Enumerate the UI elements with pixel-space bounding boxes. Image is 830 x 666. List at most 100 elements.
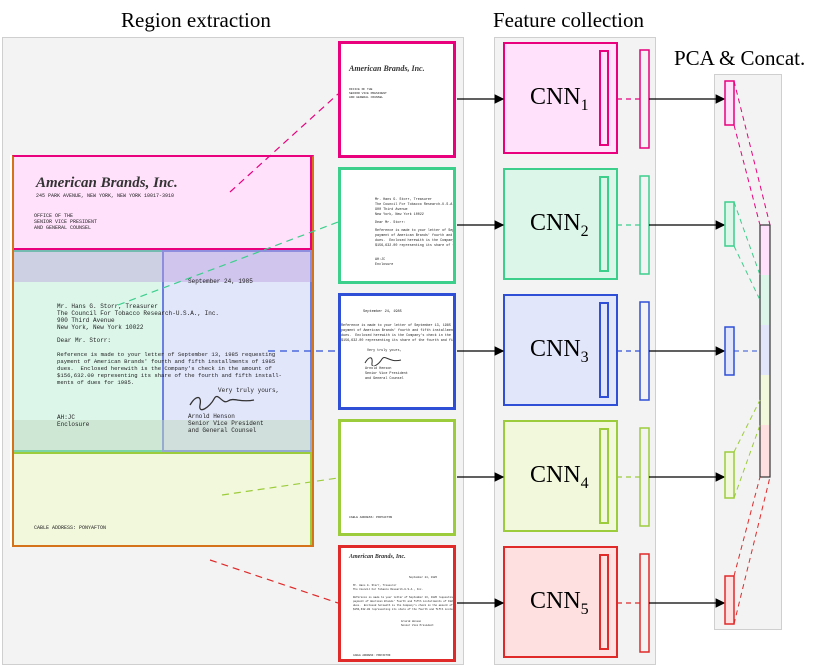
patch-4-footer: CABLE ADDRESS: PONYAFTON	[349, 516, 393, 519]
cnn-label-5: CNN5	[530, 588, 589, 619]
enclosure: Enclosure	[57, 421, 90, 428]
pca-concat-header: PCA & Concat.	[674, 46, 806, 70]
recipient-line-1: Mr. Hans G. Storr, Treasurer	[57, 303, 158, 310]
dashed-connector-2	[117, 221, 339, 306]
pca-bar-4	[724, 451, 735, 499]
document-footer: CABLE ADDRESS: PONYAFTON	[34, 525, 107, 531]
concat-dash-1b	[733, 80, 771, 226]
patch-1-logo: American Brands, Inc.	[349, 64, 425, 73]
cnn-5-sub: 5	[580, 600, 589, 618]
region-patch-4: CABLE ADDRESS: PONYAFTON	[338, 419, 456, 536]
cnn-label-2: CNN2	[530, 210, 589, 241]
feature-bar-2	[639, 175, 650, 275]
pca-bar-3	[724, 326, 735, 376]
patch-5-body-1: Reference is made to your letter of Sept…	[353, 596, 455, 599]
initials: AH:JC	[57, 414, 76, 421]
patch-5-logo: American Brands, Inc.	[349, 554, 406, 560]
patch-1-office-2: SENIOR VICE PRESIDENT	[349, 92, 387, 95]
office-line-1: OFFICE OF THE	[34, 213, 74, 219]
patch-5-signer-2: Senior Vice President	[401, 624, 434, 627]
body-line-3: dues. Enclosed herewith is the Company's…	[57, 365, 272, 372]
patch-3-signer-2: Senior Vice President	[365, 372, 408, 376]
feature-collection-header: Feature collection	[493, 8, 645, 32]
signer-line-3: and General Counsel	[188, 427, 257, 434]
patch-2-enclosure: Enclosure	[375, 263, 394, 267]
patch-1-office-1: OFFICE OF THE	[349, 88, 373, 91]
cnn-4-base: CNN	[530, 462, 581, 488]
feature-bar-4	[639, 427, 650, 527]
concat-seg-3	[760, 325, 770, 375]
cnn-label-4: CNN4	[530, 462, 589, 493]
region-patch-1: American Brands, Inc. OFFICE OF THE SENI…	[338, 41, 456, 158]
patch-3-signer-3: and General Counsel	[365, 377, 404, 381]
patch-5-recipient-2: The Council For Tobacco Research-U.S.A.,…	[353, 588, 424, 591]
patch-2-body-4: $156,632.00 representing its share of th…	[375, 244, 455, 248]
cnn-3-sub: 3	[580, 348, 589, 366]
region-outer	[12, 155, 314, 547]
office-line-3: AND GENERAL COUNSEL	[34, 225, 92, 231]
patch-5-body-3: dues. Enclosed herewith is the Company's…	[353, 604, 453, 607]
patch-3-body-1: Reference is made to your letter of Sept…	[341, 324, 455, 328]
concat-dash-1a	[733, 124, 761, 226]
signer-line-1: Arnold Henson	[188, 413, 235, 420]
patch-5-body-2: payment of American Brands' fourth and f…	[353, 600, 455, 603]
cnn-4-sub: 4	[580, 474, 589, 492]
concat-dash-2b	[733, 245, 761, 301]
source-document: American Brands, Inc. 245 PARK AVENUE, N…	[10, 155, 314, 547]
region-extraction-header: Region extraction	[121, 8, 271, 32]
closing: Very truly yours,	[218, 387, 280, 394]
patch-2-body-1: Reference is made to your letter of Sept…	[375, 229, 456, 233]
feature-bar-3	[639, 301, 650, 401]
concat-vector	[759, 224, 771, 478]
patch-3-closing: Very truly yours,	[367, 349, 402, 353]
patch-3-date: September 24, 1985	[363, 310, 402, 314]
body-line-1: Reference is made to your letter of Sept…	[57, 351, 276, 358]
cnn-5-feature-bar	[599, 554, 609, 650]
body-line-5: ments of dues for 1985.	[57, 379, 135, 386]
concat-seg-2	[760, 275, 770, 325]
feature-bar-5	[639, 553, 650, 653]
feature-bar-1	[639, 49, 650, 149]
cnn-block-3	[503, 294, 618, 406]
region-patch-5: American Brands, Inc. September 24, 1985…	[338, 545, 456, 662]
pca-bar-2	[724, 201, 735, 247]
company-logo: American Brands, Inc.	[36, 175, 178, 191]
concat-dash-2a	[733, 201, 761, 276]
pca-bar-1	[724, 80, 735, 126]
cnn-block-5	[503, 546, 618, 658]
patch-3-body-3: dues. Enclosed herewith is the Company's…	[341, 334, 455, 338]
cnn-1-feature-bar	[599, 50, 609, 146]
cnn-label-1: CNN1	[530, 84, 589, 115]
region-band-top	[12, 250, 312, 282]
body-line-2: payment of American Brands' fourth and f…	[57, 358, 276, 365]
cnn-label-3: CNN3	[530, 336, 589, 367]
salutation: Dear Mr. Storr:	[57, 337, 112, 344]
letter-date: September 24, 1985	[188, 278, 253, 285]
cnn-4-feature-bar	[599, 428, 609, 524]
concat-dash-4a	[733, 399, 761, 453]
patch-3-signature-icon	[364, 356, 402, 366]
concat-dash-5b	[733, 476, 771, 625]
cnn-2-feature-bar	[599, 176, 609, 272]
patch-2-salutation: Dear Mr. Storr:	[375, 221, 406, 225]
company-address: 245 PARK AVENUE, NEW YORK, NEW YORK 1001…	[36, 193, 175, 199]
patch-2-body-2: payment of American Brands' fourth and f…	[375, 234, 453, 238]
cnn-1-sub: 1	[580, 96, 589, 114]
patch-2-recipient-3: 900 Third Avenue	[375, 208, 408, 212]
cnn-5-base: CNN	[530, 588, 581, 614]
patch-2-recipient-2: The Council For Tobacco Research-U.S.A.,…	[375, 203, 456, 207]
concat-seg-4	[760, 375, 770, 425]
patch-2-initials: AH:JC	[375, 258, 386, 262]
region-patch-3: September 24, 1985 Reference is made to …	[338, 293, 456, 410]
concat-dash-4b	[733, 424, 761, 499]
patch-5-footer: CABLE ADDRESS: PONYAFTON	[353, 654, 391, 657]
office-line-2: SENIOR VICE PRESIDENT	[34, 219, 98, 225]
region-band-bottom	[12, 420, 312, 452]
cnn-block-1	[503, 42, 618, 154]
concat-seg-5	[760, 425, 770, 477]
patch-1-office-3: AND GENERAL COUNSEL	[349, 96, 384, 99]
patch-2-body-3: dues. Enclosed herewith is the Company's…	[375, 239, 455, 243]
patch-5-recipient-1: Mr. Hans G. Storr, Treasurer	[353, 584, 397, 587]
